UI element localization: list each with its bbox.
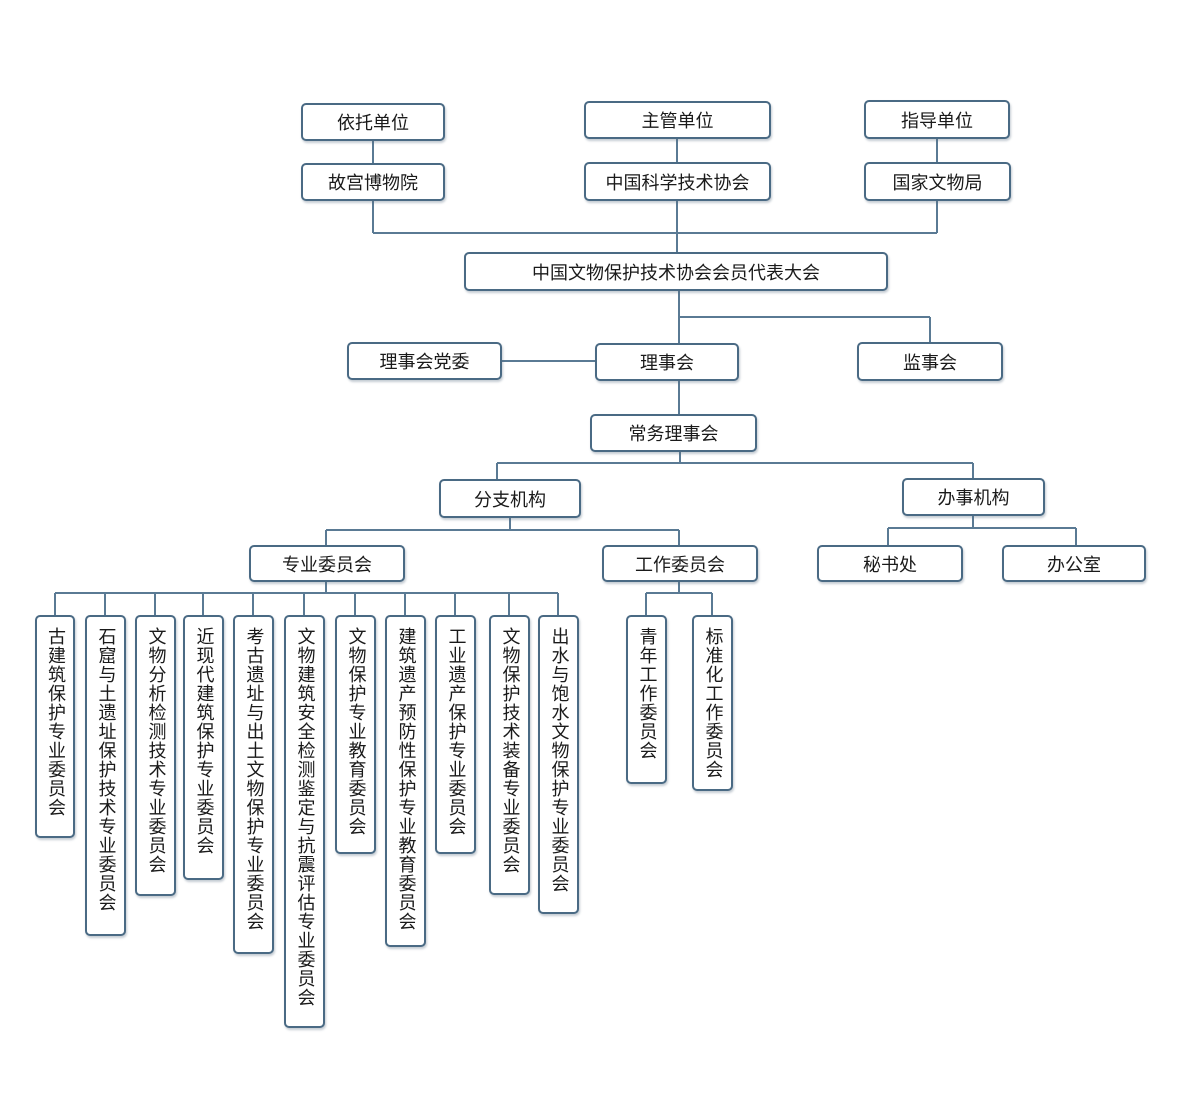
professional-committee-8-label: 建筑遗产预防性保护专业教育委员会 bbox=[395, 627, 417, 931]
professional-committees-label: 专业委员会 bbox=[282, 554, 372, 576]
professional-committee-4-label: 近现代建筑保护专业委员会 bbox=[193, 627, 215, 855]
professional-committee-5-label: 考古遗址与出土文物保护专业委员会 bbox=[243, 627, 265, 931]
standing-council-box: 常务理事会 bbox=[590, 414, 757, 452]
work-committee-1: 青年工作委员会 bbox=[626, 615, 667, 784]
professional-committee-9: 工业遗产保护专业委员会 bbox=[435, 615, 476, 854]
support-unit-label: 依托单位 bbox=[337, 113, 409, 134]
party-committee-box: 理事会党委 bbox=[347, 342, 502, 380]
professional-committee-10-label: 文物保护技术装备专业委员会 bbox=[499, 627, 521, 874]
professional-committee-8: 建筑遗产预防性保护专业教育委员会 bbox=[385, 615, 426, 947]
supervisory-board-box: 监事会 bbox=[857, 342, 1003, 381]
secretariat-label: 秘书处 bbox=[863, 554, 917, 576]
professional-committee-4: 近现代建筑保护专业委员会 bbox=[183, 615, 224, 880]
work-committee-1-label: 青年工作委员会 bbox=[636, 627, 658, 760]
party-committee-label: 理事会党委 bbox=[379, 352, 470, 373]
professional-committee-2: 石窟与土遗址保护技术专业委员会 bbox=[85, 615, 126, 936]
professional-committee-6: 文物建筑安全检测鉴定与抗震评估专业委员会 bbox=[284, 615, 325, 1028]
council-box: 理事会 bbox=[595, 343, 739, 381]
supervisory-board-label: 监事会 bbox=[903, 352, 957, 374]
professional-committee-3: 文物分析检测技术专业委员会 bbox=[135, 615, 176, 896]
congress-label: 中国文物保护技术协会会员代表大会 bbox=[532, 262, 820, 284]
guide-label-box: 指导单位 bbox=[864, 100, 1010, 139]
professional-committee-3-label: 文物分析检测技术专业委员会 bbox=[145, 627, 167, 874]
supervisor-label-box: 主管单位 bbox=[584, 101, 771, 139]
standing-council-label: 常务理事会 bbox=[628, 424, 719, 445]
professional-committee-6-label: 文物建筑安全检测鉴定与抗震评估专业委员会 bbox=[294, 627, 316, 1007]
guide-name: 国家文物局 bbox=[892, 172, 983, 194]
work-committee-2-label: 标准化工作委员会 bbox=[702, 627, 724, 779]
supervisor-name-box: 中国科学技术协会 bbox=[584, 162, 771, 201]
professional-committee-2-label: 石窟与土遗址保护技术专业委员会 bbox=[95, 627, 117, 912]
congress-box: 中国文物保护技术协会会员代表大会 bbox=[464, 252, 888, 291]
branches-box: 分支机构 bbox=[439, 479, 581, 518]
work-committees-box: 工作委员会 bbox=[602, 545, 758, 582]
supervisor-label: 主管单位 bbox=[641, 111, 714, 132]
professional-committee-7: 文物保护专业教育委员会 bbox=[335, 615, 376, 854]
supervisor-name: 中国科学技术协会 bbox=[605, 172, 750, 194]
professional-committee-11: 出水与饱水文物保护专业委员会 bbox=[538, 615, 579, 914]
work-committees-label: 工作委员会 bbox=[635, 554, 725, 576]
professional-committee-7-label: 文物保护专业教育委员会 bbox=[345, 627, 367, 836]
professional-committee-10: 文物保护技术装备专业委员会 bbox=[489, 615, 530, 895]
support-unit-name: 故宫博物院 bbox=[328, 173, 418, 194]
professional-committees-box: 专业委员会 bbox=[249, 545, 405, 582]
guide-name-box: 国家文物局 bbox=[864, 162, 1011, 201]
professional-committee-9-label: 工业遗产保护专业委员会 bbox=[445, 627, 467, 836]
work-committee-2: 标准化工作委员会 bbox=[692, 615, 733, 791]
support-unit-label-box: 依托单位 bbox=[301, 103, 445, 141]
branches-label: 分支机构 bbox=[474, 489, 546, 511]
support-unit-name-box: 故宫博物院 bbox=[301, 163, 445, 201]
secretariat-box: 秘书处 bbox=[817, 545, 963, 582]
guide-label: 指导单位 bbox=[901, 110, 973, 132]
professional-committee-5: 考古遗址与出土文物保护专业委员会 bbox=[233, 615, 274, 954]
general-office-box: 办公室 bbox=[1002, 545, 1146, 582]
professional-committee-11-label: 出水与饱水文物保护专业委员会 bbox=[548, 627, 570, 893]
council-label: 理事会 bbox=[640, 353, 694, 374]
offices-box: 办事机构 bbox=[902, 478, 1045, 516]
offices-label: 办事机构 bbox=[937, 488, 1010, 509]
general-office-label: 办公室 bbox=[1047, 554, 1101, 576]
professional-committee-1-label: 古建筑保护专业委员会 bbox=[45, 627, 66, 817]
professional-committee-1: 古建筑保护专业委员会 bbox=[35, 615, 75, 838]
